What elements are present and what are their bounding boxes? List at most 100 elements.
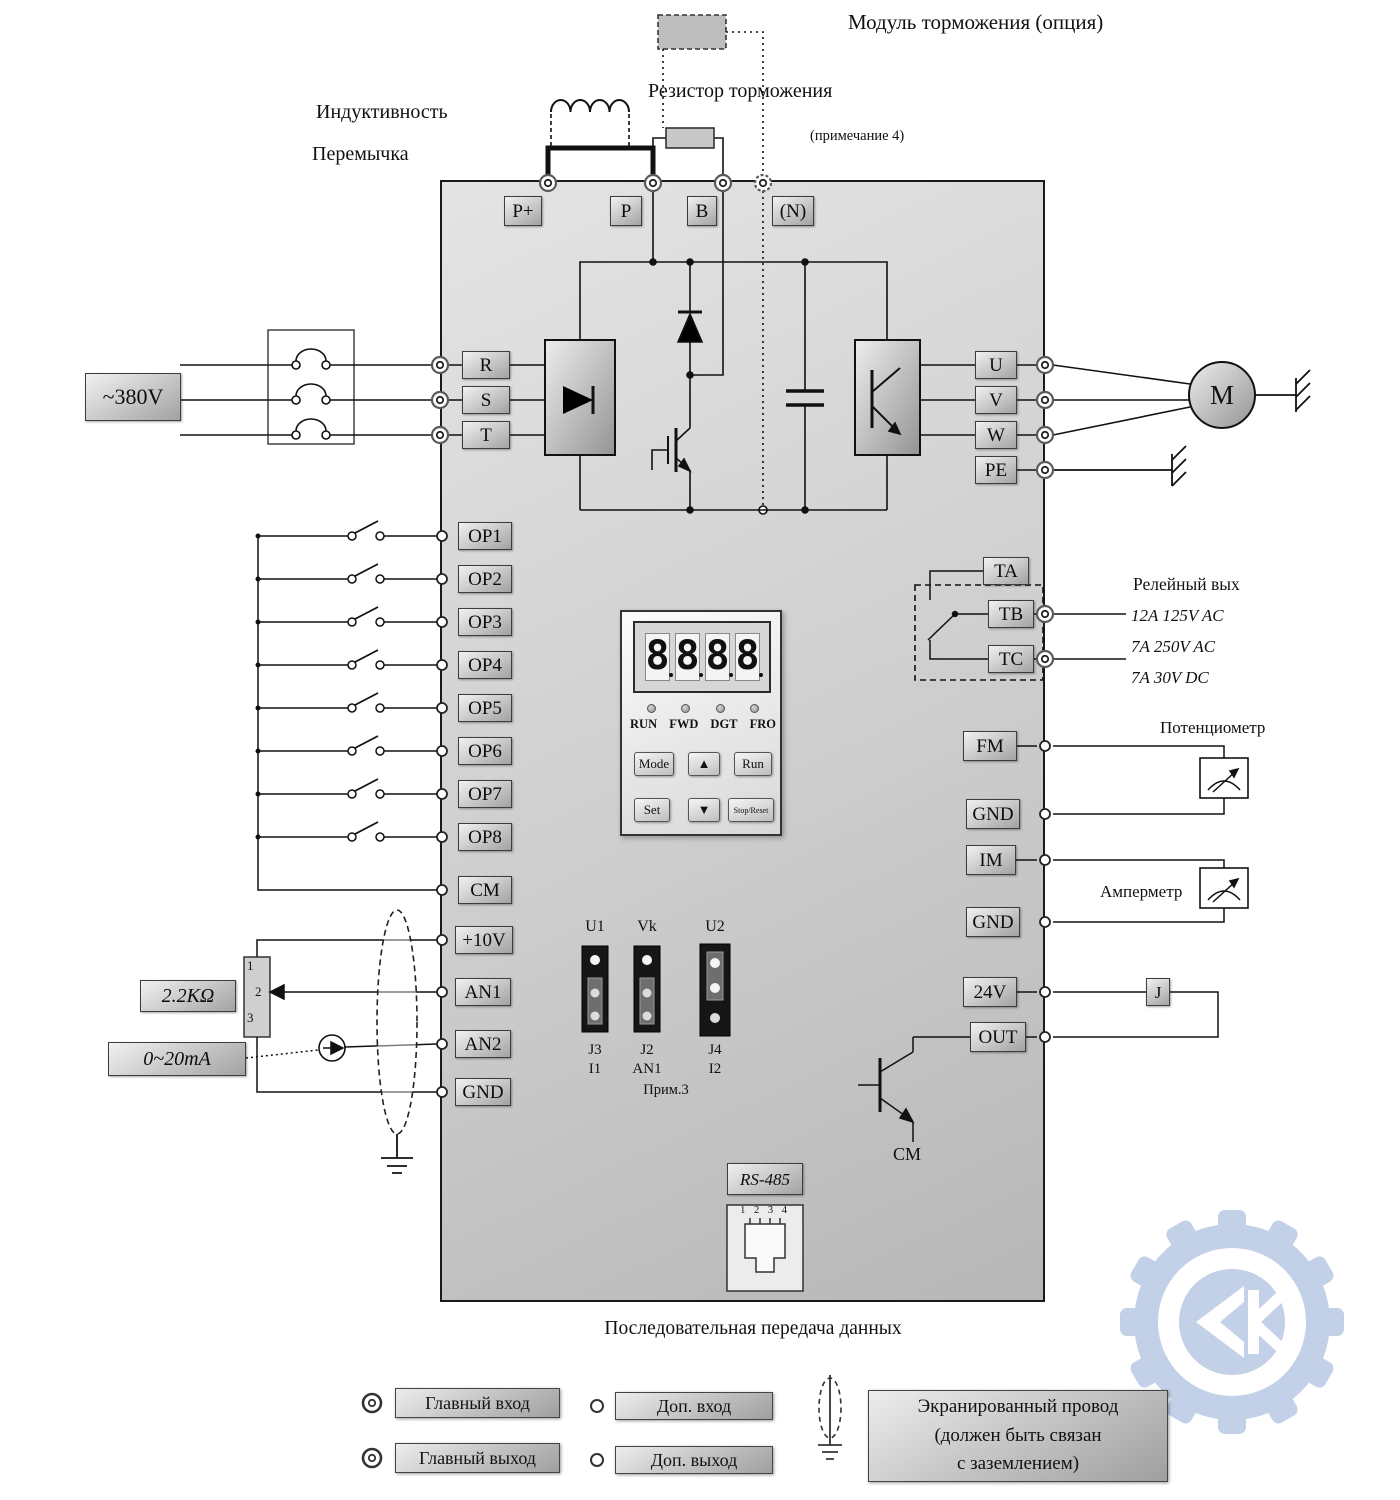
- brake-module-label: Модуль торможения (опция): [848, 10, 1104, 34]
- led-label-dgt: DGT: [710, 717, 738, 731]
- pe-ground-icon: [1053, 445, 1187, 487]
- run-button: Run: [734, 752, 772, 776]
- terminal-pe: PE: [975, 456, 1017, 484]
- pot-pin-3: 3: [247, 1010, 254, 1025]
- terminal-s: S: [462, 386, 510, 414]
- dgt-led-icon: [715, 704, 725, 713]
- aux-terminal-icon: [590, 1399, 604, 1413]
- pot-pin-1: 1: [247, 958, 254, 973]
- legend-shield-line2: (должен быть связан: [934, 1424, 1102, 1446]
- run-led-icon: [646, 704, 656, 713]
- relay-spec-1: 12A 125V AC: [1131, 606, 1224, 625]
- brake-resistor-symbol: [665, 127, 715, 149]
- legend-aux-input: Доп. вход: [615, 1392, 773, 1420]
- terminal-t: T: [462, 421, 510, 449]
- legend-main-input: Главный вход: [395, 1388, 560, 1418]
- legend-main-output: Главный выход: [395, 1443, 560, 1473]
- rectifier-diode-icon: [563, 386, 593, 414]
- terminal-an2: AN2: [455, 1030, 511, 1058]
- jumper-u1-label: U1: [585, 918, 605, 935]
- watermark-logo: [1120, 1210, 1344, 1434]
- potentiometer-symbol: [243, 956, 271, 1038]
- terminal-tc: TC: [988, 645, 1034, 673]
- ammeter-label: Амперметр: [1100, 882, 1183, 901]
- serial-comm-label: Последовательная передача данных: [604, 1318, 902, 1339]
- open-collector-wires: [858, 991, 1219, 1142]
- brake-diode-icon: [676, 311, 704, 343]
- power-circuit-wires: [180, 191, 1311, 514]
- terminal-gnd-left: GND: [455, 1078, 511, 1106]
- terminal-tb: TB: [988, 600, 1034, 628]
- jumper-an1-label: AN1: [632, 1061, 662, 1077]
- display-digit: 8: [644, 633, 673, 681]
- brake-resistor-label: Резистор торможения: [648, 80, 833, 102]
- terminal-op2: OP2: [458, 565, 512, 593]
- legend-icons: [361, 1375, 842, 1469]
- note3-label: Прим.3: [643, 1082, 689, 1098]
- input-contactor: [267, 329, 355, 445]
- rj45-jack: [726, 1204, 804, 1292]
- dc-capacitor-icon: [786, 389, 824, 407]
- jumper-j3-label: J3: [588, 1042, 602, 1058]
- cm-transistor-label: CM: [893, 1144, 922, 1164]
- supply-voltage-box: ~380V: [85, 373, 181, 421]
- current-range-box: 0~20mA: [108, 1042, 246, 1076]
- rj45-pin-numbers: 1 2 3 4: [740, 1205, 790, 1216]
- jumper-vk-label: Vk: [637, 918, 657, 935]
- led-label-fwd: FWD: [669, 717, 699, 731]
- motor-label: M: [1209, 379, 1234, 410]
- status-leds: [634, 704, 772, 713]
- terminal-w: W: [975, 421, 1017, 449]
- legend-shield-line3: с заземлением): [956, 1453, 1080, 1475]
- fro-led-icon: [750, 704, 760, 713]
- brake-circuit-wires: [545, 14, 768, 515]
- inverter-block: [854, 339, 921, 456]
- inductance-label: Индуктивность: [316, 101, 448, 123]
- terminal-fm: FM: [963, 731, 1017, 761]
- terminal-op3: OP3: [458, 608, 512, 636]
- terminal-op8: OP8: [458, 823, 512, 851]
- terminal-op1: OP1: [458, 522, 512, 550]
- seven-segment-display: 8 8 8 8: [633, 621, 771, 693]
- set-button: Set: [634, 798, 670, 822]
- keypad-panel: 8 8 8 8 RUN FWD DGT FRO Mode ▲ Run Set ▼…: [620, 610, 782, 836]
- jumper-label: Перемычка: [312, 143, 409, 165]
- inductor-coil: [550, 98, 630, 113]
- rs485-box: RS-485: [727, 1163, 803, 1195]
- analog-wires: [243, 909, 438, 1174]
- jumper-i1-label: I1: [588, 1061, 602, 1077]
- relay-spec-3: 7A 30V DC: [1131, 668, 1209, 687]
- dc-jumper-bar: [545, 145, 656, 175]
- terminal-p: P: [610, 196, 642, 226]
- terminal-cm: CM: [458, 876, 512, 904]
- jumper-i2-label: I2: [708, 1061, 722, 1077]
- shielded-cable-icon: [376, 909, 418, 1135]
- digital-input-wires: [255, 520, 437, 891]
- terminal-op4: OP4: [458, 651, 512, 679]
- stop-reset-button: Stop/Reset: [728, 798, 774, 822]
- relay-contact-box: [914, 584, 1044, 681]
- transistor-emitter-arrow: [898, 1107, 915, 1124]
- led-label-fro: FRO: [749, 717, 776, 731]
- pot-value-box: 2.2KΩ: [140, 980, 236, 1012]
- jumper-u2-label: U2: [705, 918, 725, 935]
- terminal-ta: TA: [983, 557, 1029, 585]
- led-labels: RUN FWD DGT FRO: [624, 717, 782, 732]
- down-button: ▼: [688, 798, 720, 822]
- terminal-p-plus: P+: [504, 196, 542, 226]
- display-digit: 8: [674, 633, 703, 681]
- terminal-v: V: [975, 386, 1017, 414]
- jumper-j4-label: J4: [708, 1042, 722, 1058]
- terminal-op6: OP6: [458, 737, 512, 765]
- terminal-24v: 24V: [963, 977, 1017, 1007]
- relay-j-box: J: [1146, 978, 1170, 1006]
- mode-button: Mode: [634, 752, 674, 776]
- brake-module-symbol: [657, 14, 727, 50]
- terminal-an1: AN1: [455, 978, 511, 1006]
- terminal-gnd-fm: GND: [966, 799, 1020, 829]
- terminal-op7: OP7: [458, 780, 512, 808]
- display-digit: 8: [734, 633, 763, 681]
- note4-label: (примечание 4): [810, 128, 905, 144]
